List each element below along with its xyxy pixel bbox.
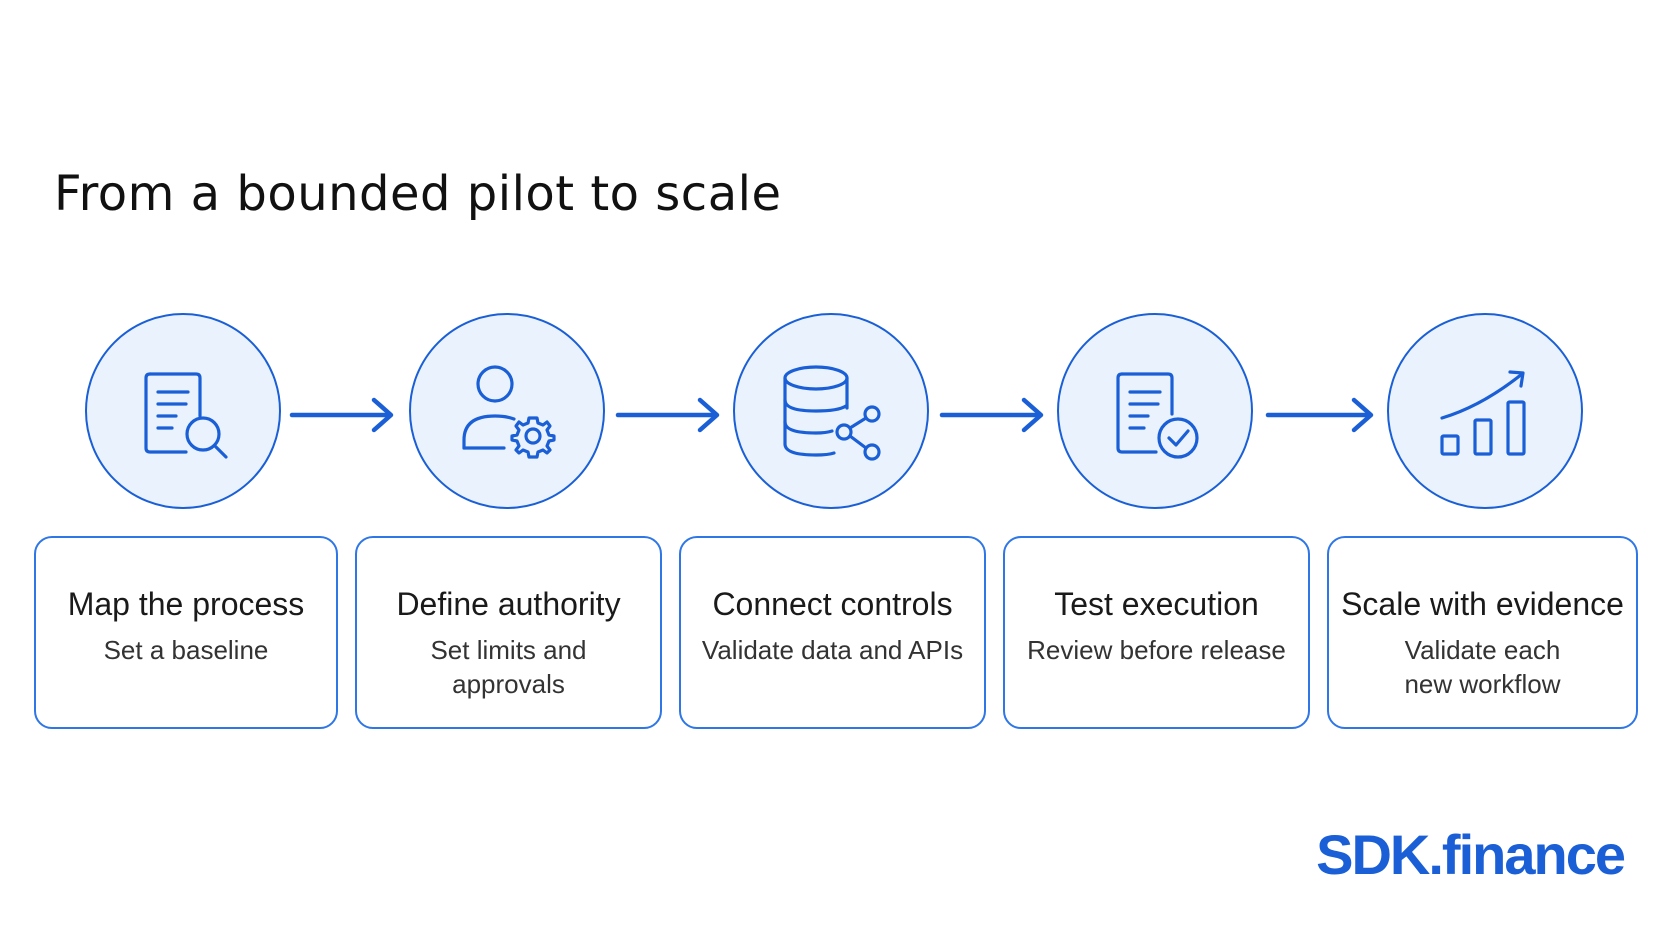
step-3-circle — [733, 313, 929, 509]
flow-arrow-4 — [1265, 392, 1378, 438]
step-5-circle — [1387, 313, 1583, 509]
step-1-circle — [85, 313, 281, 509]
step-5-card: Scale with evidence Validate each new wo… — [1327, 536, 1638, 729]
document-search-icon — [144, 372, 228, 459]
step-3-subtitle: Validate data and APIs — [701, 634, 964, 665]
step-4-title: Test execution — [1054, 586, 1259, 622]
step-4-subtitle: Review before release — [1027, 634, 1286, 665]
step-2-title: Define authority — [396, 586, 621, 622]
step-3-title: Connect controls — [712, 586, 953, 622]
document-check-icon — [1116, 372, 1199, 459]
page-title: From a bounded pilot to scale — [54, 166, 782, 222]
step-2-card: Define authority Set limits and approval… — [355, 536, 662, 729]
step-1-card: Map the process Set a baseline — [34, 536, 338, 729]
growth-chart-icon — [1440, 370, 1526, 456]
step-3-card: Connect controls Validate data and APIs — [679, 536, 986, 729]
step-2-subtitle: Set limits and approvals — [430, 634, 587, 699]
step-1-subtitle: Set a baseline — [103, 634, 269, 665]
database-share-icon — [783, 365, 881, 461]
step-2-circle — [409, 313, 605, 509]
brand-logo: SDK.finance — [1316, 823, 1626, 886]
flow-arrow-1 — [289, 392, 398, 438]
step-5-subtitle: Validate each new workflow — [1404, 634, 1561, 699]
flow-arrow-2 — [615, 392, 724, 438]
step-5-title: Scale with evidence — [1341, 586, 1624, 622]
flow-arrow-3 — [939, 392, 1048, 438]
user-gear-icon — [462, 365, 556, 459]
step-1-title: Map the process — [67, 586, 305, 622]
step-4-circle — [1057, 313, 1253, 509]
step-4-card: Test execution Review before release — [1003, 536, 1310, 729]
